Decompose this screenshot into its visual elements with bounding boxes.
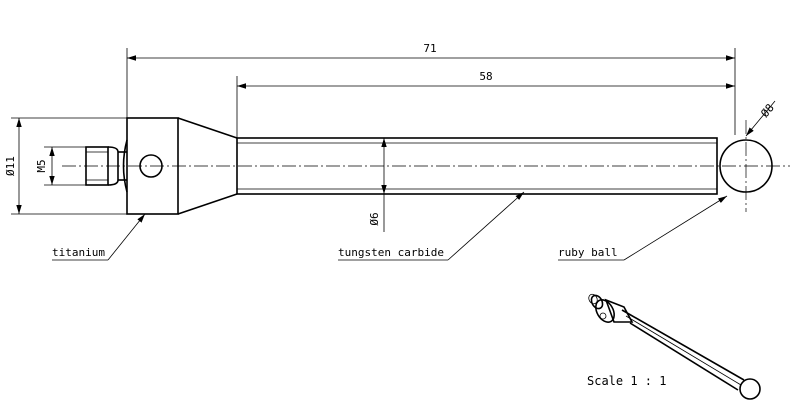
tungsten-carbide-label: tungsten carbide: [338, 246, 444, 259]
body-diameter-text: Ø11: [4, 156, 17, 176]
stem-length-text: 58: [479, 70, 492, 83]
dimension-stem-diameter: Ø6: [368, 138, 387, 232]
ruby-ball-label: ruby ball: [558, 246, 618, 259]
titanium-label: titanium: [52, 246, 105, 259]
thread-text: M5: [35, 159, 48, 172]
tungsten-carbide-stem: [236, 137, 718, 195]
dimension-body-diameter: Ø11: [4, 117, 127, 215]
dimension-ball-diameter: Ø8: [745, 100, 777, 137]
titanium-body: [122, 117, 238, 215]
threaded-end: [85, 146, 127, 186]
leader-ruby-ball: ruby ball: [558, 195, 728, 261]
dimension-stem-length: 58: [236, 70, 735, 138]
scale-text: Scale 1 : 1: [587, 374, 666, 388]
leader-titanium: titanium: [52, 213, 146, 261]
leader-tungsten-carbide: tungsten carbide: [338, 191, 525, 261]
dimension-thread: M5: [35, 146, 86, 186]
isometric-view: [588, 293, 761, 400]
overall-length-text: 71: [423, 42, 436, 55]
dimension-overall-length: 71: [126, 42, 736, 135]
ruby-ball: [719, 139, 773, 193]
stem-diameter-text: Ø6: [368, 212, 381, 225]
